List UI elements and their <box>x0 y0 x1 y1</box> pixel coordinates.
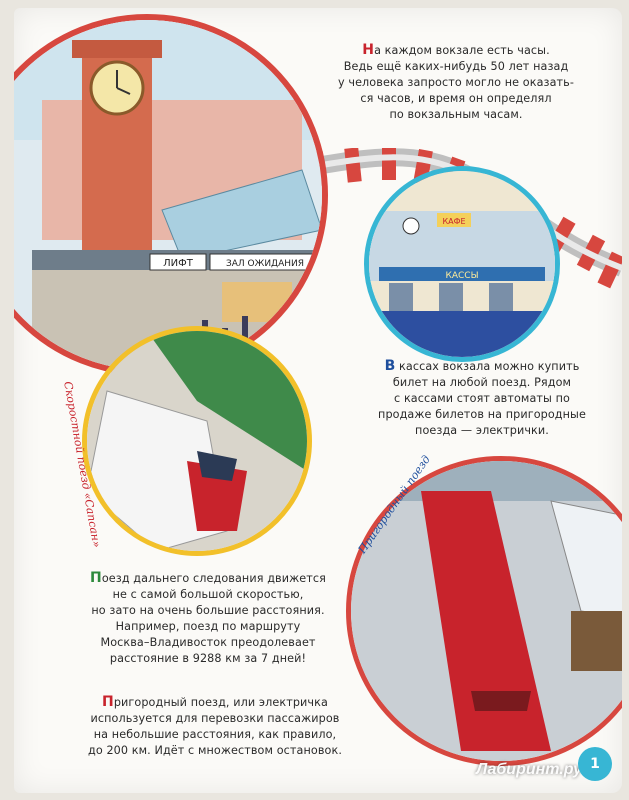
suburban-paragraph: Пригородный поезд, или электричка исполь… <box>88 694 342 757</box>
ticket-office-illustration: КАФЕ КАССЫ <box>364 166 560 362</box>
watermark: Лабиринт.ру <box>476 761 582 778</box>
drop-cap: П <box>102 694 114 710</box>
ticket-office-sign: КАССЫ <box>445 271 478 281</box>
drop-cap: Н <box>362 42 375 58</box>
page-number: 1 <box>578 747 612 781</box>
waiting-room-sign: ЗАЛ ОЖИДАНИЯ <box>226 259 304 269</box>
station-clock-illustration: ЛИФТ ЗАЛ ОЖИДАНИЯ <box>14 14 328 376</box>
sapsan-train-illustration <box>82 326 312 556</box>
cafe-sign: КАФЕ <box>442 217 465 226</box>
drop-cap: В <box>384 358 396 374</box>
suburban-train-illustration <box>346 456 622 766</box>
book-page: ЛИФТ ЗАЛ ОЖИДАНИЯ КАФЕ КАССЫ <box>14 8 622 793</box>
drop-cap: П <box>90 570 102 586</box>
clock-paragraph: На каждом вокзале есть часы. Ведь ещё ка… <box>337 42 575 121</box>
long-distance-paragraph: Поезд дальнего следования движется не с … <box>90 570 326 665</box>
lift-sign: ЛИФТ <box>163 258 194 269</box>
tickets-paragraph: В кассах вокзала можно купить билет на л… <box>378 358 586 437</box>
